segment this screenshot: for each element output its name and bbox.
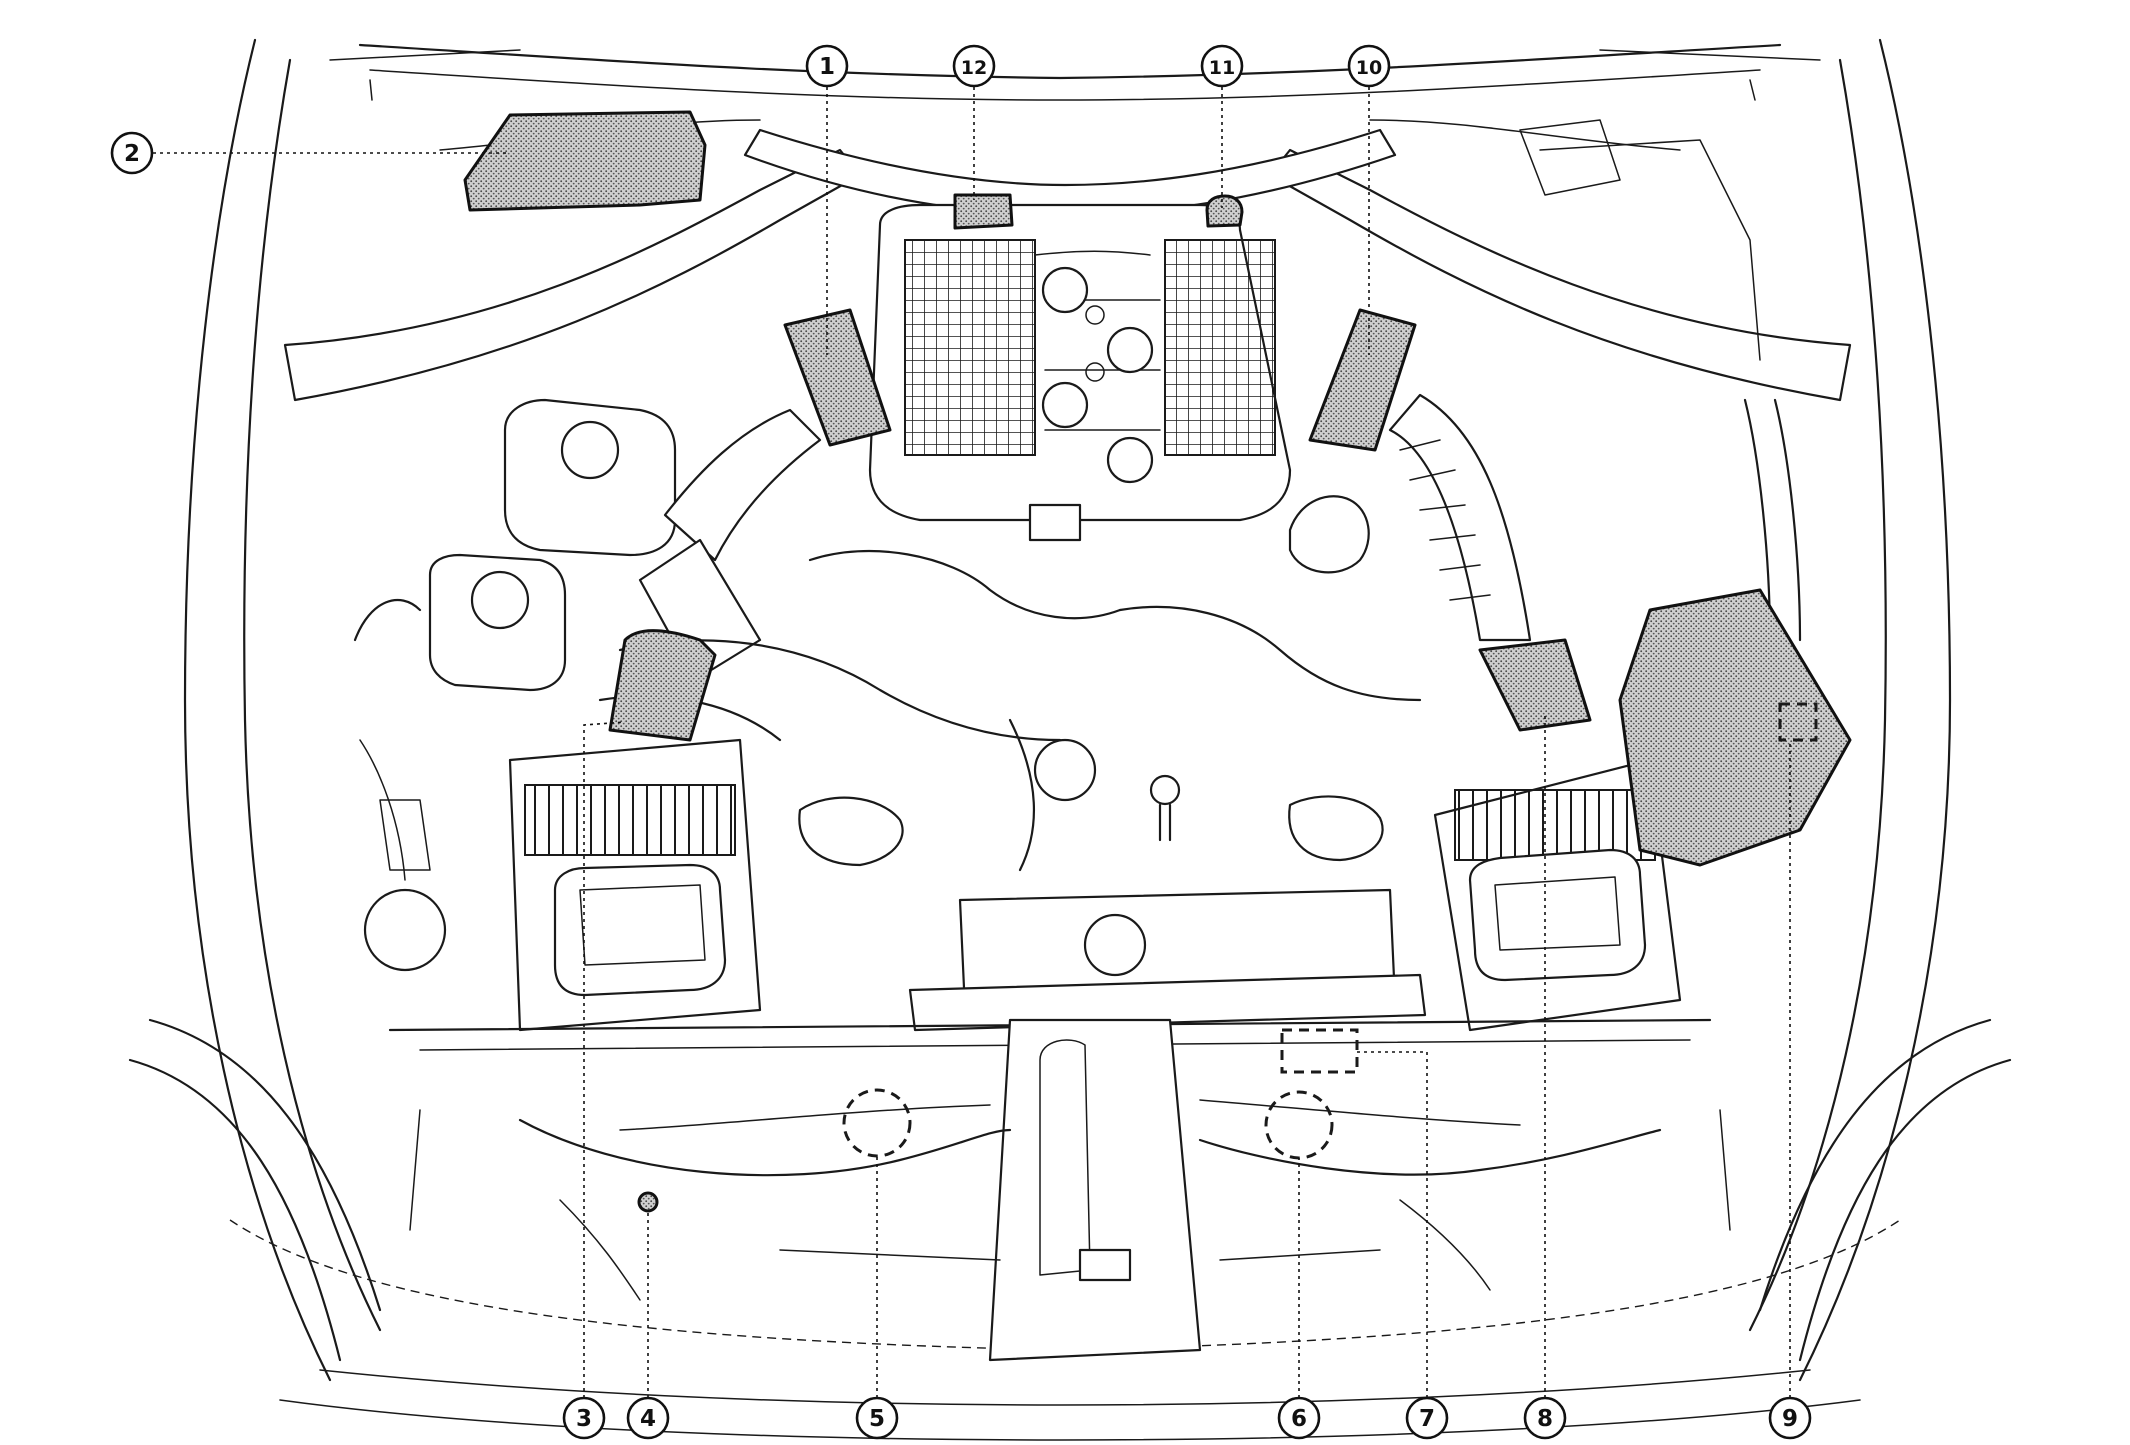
callout-7-label: 7 bbox=[1419, 1406, 1435, 1432]
callout-1-label: 1 bbox=[819, 54, 835, 80]
callout-12-label: 12 bbox=[961, 57, 987, 79]
body-outline bbox=[128, 38, 2012, 1441]
left-components bbox=[353, 398, 822, 1032]
part-10-ignition-coil-right bbox=[1308, 308, 1417, 452]
callout-7: 7 bbox=[1405, 1396, 1449, 1440]
callout-3: 3 bbox=[562, 1396, 606, 1440]
callout-4: 4 bbox=[626, 1396, 670, 1440]
callout-9-label: 9 bbox=[1782, 1406, 1798, 1432]
part-1-ignition-coil-left bbox=[783, 308, 892, 447]
center-hoses bbox=[598, 550, 1427, 1032]
callout-9: 9 bbox=[1768, 1396, 1812, 1440]
part-12-sensor bbox=[953, 193, 1014, 230]
part-9-battery bbox=[1618, 588, 1852, 867]
callout-8-label: 8 bbox=[1537, 1406, 1553, 1432]
hidden-part-6 bbox=[1264, 1090, 1334, 1160]
callout-3-label: 3 bbox=[576, 1406, 592, 1432]
engine-cover bbox=[868, 203, 1292, 542]
callout-8: 8 bbox=[1523, 1396, 1567, 1440]
part-3-mass-air-flow-left bbox=[608, 629, 717, 742]
callouts: 2 1 12 11 10 3 4 5 bbox=[110, 44, 1812, 1440]
callout-11: 11 bbox=[1200, 44, 1244, 88]
hidden-part-7 bbox=[1280, 1028, 1359, 1074]
leader-lines bbox=[153, 87, 1791, 1398]
callout-10: 10 bbox=[1347, 44, 1391, 88]
callout-6-label: 6 bbox=[1291, 1406, 1307, 1432]
part-2-fuse-block bbox=[463, 110, 707, 212]
callout-2: 2 bbox=[110, 131, 154, 175]
callout-2-label: 2 bbox=[124, 141, 140, 167]
hidden-part-5 bbox=[842, 1088, 912, 1158]
radiator-support bbox=[388, 1018, 1731, 1362]
hidden-part-9-sensor bbox=[1778, 702, 1818, 742]
callout-12: 12 bbox=[952, 44, 996, 88]
callout-5: 5 bbox=[855, 1396, 899, 1440]
callout-5-label: 5 bbox=[869, 1406, 885, 1432]
callout-11-label: 11 bbox=[1209, 57, 1235, 79]
part-8-mass-air-flow-right bbox=[1478, 638, 1592, 732]
callout-10-label: 10 bbox=[1356, 57, 1382, 79]
callout-4-label: 4 bbox=[640, 1406, 656, 1432]
callout-1: 1 bbox=[805, 44, 849, 88]
callout-6: 6 bbox=[1277, 1396, 1321, 1440]
right-components bbox=[1288, 119, 1802, 1032]
part-11-sensor bbox=[1205, 194, 1244, 228]
part-4-horn bbox=[637, 1191, 659, 1213]
highlighted-parts bbox=[463, 110, 1852, 1213]
